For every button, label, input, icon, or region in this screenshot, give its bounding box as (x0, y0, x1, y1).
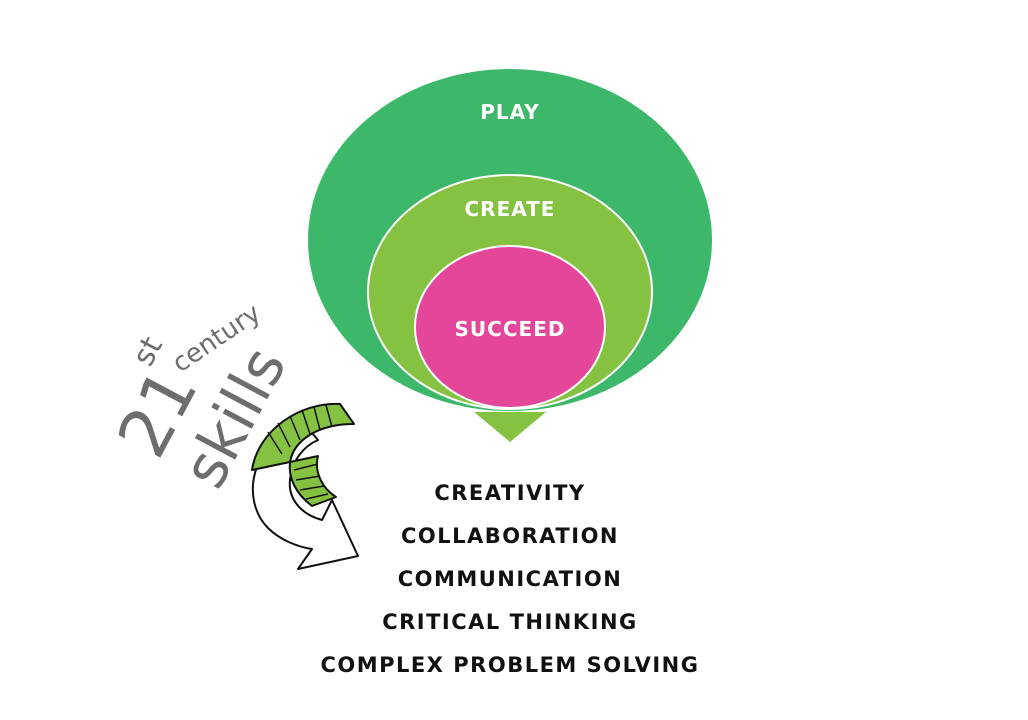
create-label: CREATE (465, 197, 556, 221)
pointer-triangle (474, 412, 546, 442)
play-label: PLAY (480, 100, 539, 124)
skill-complex-problem-solving: COMPLEX PROBLEM SOLVING (320, 653, 700, 677)
succeed-label: SUCCEED (455, 317, 566, 341)
skill-communication: COMMUNICATION (397, 567, 623, 591)
skill-collaboration: COLLABORATION (401, 524, 619, 548)
succeed-circle (414, 245, 606, 409)
skill-creativity: CREATIVITY (434, 481, 586, 505)
skill-critical-thinking: CRITICAL THINKING (382, 610, 638, 634)
curved-arrow-icon (251, 402, 359, 570)
ordinal-st: st (126, 331, 170, 372)
skills-list: CREATIVITY COLLABORATION COMMUNICATION C… (300, 478, 720, 693)
nested-circles: PLAY CREATE SUCCEED (306, 67, 714, 442)
